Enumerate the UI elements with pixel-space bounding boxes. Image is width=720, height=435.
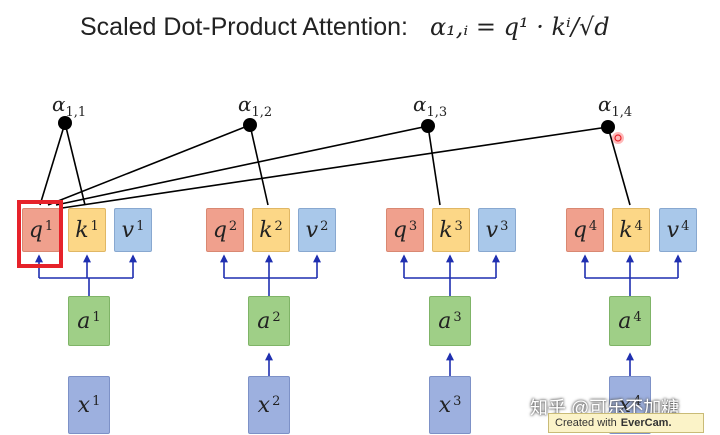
q1-highlight-frame [17, 200, 63, 268]
line-k2-alpha12 [249, 124, 269, 206]
line-q1-alpha14 [61, 126, 609, 209]
alpha-node-3 [421, 119, 435, 133]
title-formula: α₁,ᵢ = q¹ · kⁱ/√d [429, 13, 610, 41]
line-k1-alpha11 [64, 122, 86, 206]
score-lines [39, 122, 631, 209]
title-text: Scaled Dot-Product Attention: [80, 12, 408, 41]
alpha-label-2: α1,2 [238, 92, 273, 120]
alpha-label-4: α1,4 [598, 92, 633, 120]
page-title: Scaled Dot-Product Attention: α₁,ᵢ = q¹ … [80, 10, 610, 44]
line-q1-alpha13 [55, 125, 429, 206]
alpha-node-2 [243, 118, 257, 132]
alpha-nodes [58, 116, 615, 134]
alpha-node-1 [58, 116, 72, 130]
pointer-dot [614, 134, 622, 142]
alpha-label-3: α1,3 [413, 92, 448, 120]
pointer-glow [612, 132, 624, 144]
line-q1-alpha12 [47, 124, 251, 206]
alpha-node-4 [601, 120, 615, 134]
line-q1-alpha11 [39, 122, 66, 206]
line-k3-alpha13 [427, 125, 441, 206]
projection-arrows [35, 254, 682, 376]
alpha-label-1: α1,1 [52, 92, 87, 120]
line-k4-alpha14 [607, 126, 631, 206]
